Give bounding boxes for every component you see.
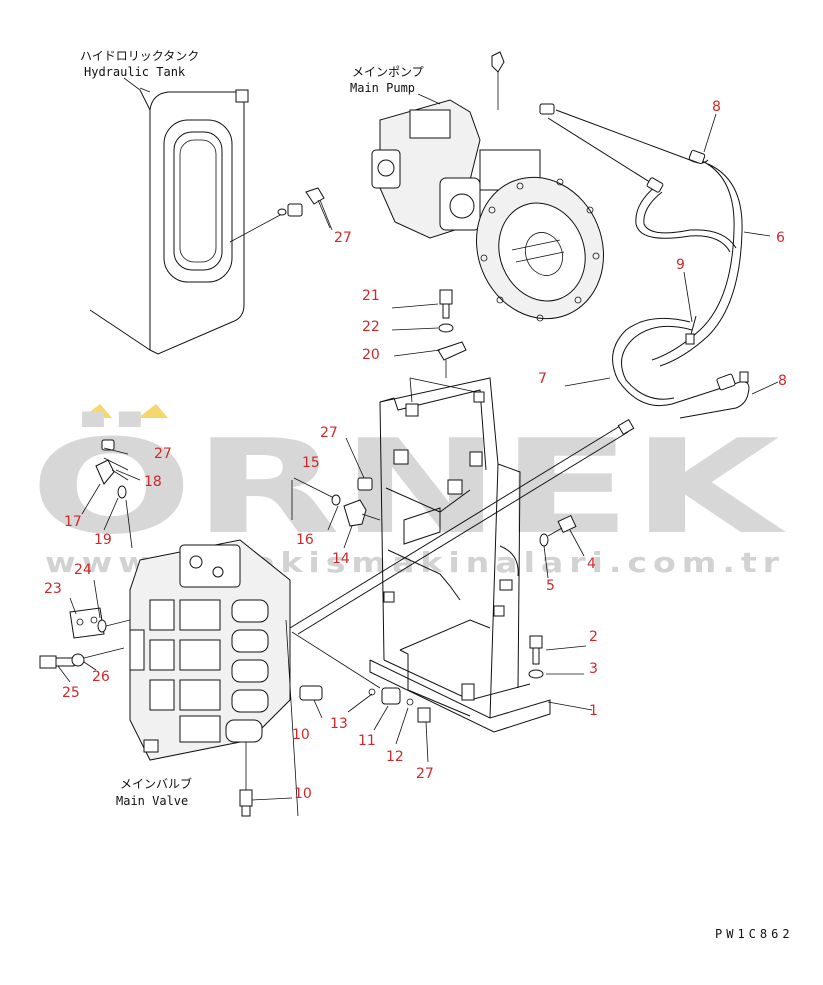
callout-25: 25: [62, 685, 80, 701]
callout-27-bracket: 27: [320, 425, 338, 441]
tank-cap-block: [235, 89, 249, 103]
main-pump-caption-en: Main Pump: [350, 81, 415, 95]
callout-7: 7: [538, 371, 547, 387]
callout-14: 14: [332, 551, 350, 567]
callout-10-lower: 10: [294, 786, 312, 802]
callout-22: 22: [362, 319, 380, 335]
hydraulic-tank-caption-en: Hydraulic Tank: [84, 65, 186, 79]
callout-20: 20: [362, 347, 380, 363]
captions: ハイドロリックタンク Hydraulic Tank メインポンプ Main Pu…: [80, 49, 794, 941]
callout-8-top: 8: [712, 99, 721, 115]
accent-triangle-1: [82, 404, 112, 418]
callout-4: 4: [587, 556, 596, 572]
callout-11: 11: [358, 733, 376, 749]
callout-10-upper: 10: [292, 727, 310, 743]
callout-18: 18: [144, 474, 162, 490]
callout-19: 19: [94, 532, 112, 548]
watermark-brand: ÖRNEK: [30, 411, 786, 563]
pump-flange-bolts: [480, 178, 600, 322]
watermark: ÖRNEK www.ornekismakinalari.com.tr: [30, 404, 786, 579]
main-valve-caption-en: Main Valve: [116, 794, 188, 808]
callout-26: 26: [92, 669, 110, 685]
callout-13: 13: [330, 716, 348, 732]
callout-12: 12: [386, 749, 404, 765]
callout-2: 2: [589, 629, 598, 645]
hydraulic-tank: [89, 87, 331, 355]
drawing-code: PW1C862: [715, 927, 794, 941]
main-pump: [371, 51, 604, 322]
callout-15: 15: [302, 455, 320, 471]
callout-8-right: 8: [778, 373, 787, 389]
callout-9: 9: [676, 257, 685, 273]
hoses: [289, 109, 750, 635]
main-pump-caption-jp: メインポンプ: [352, 65, 424, 79]
callout-23: 23: [44, 581, 62, 597]
hydraulic-tank-caption-jp: ハイドロリックタンク: [80, 49, 199, 63]
valve-sections: [149, 599, 221, 743]
callout-27-fitting: 27: [154, 446, 172, 462]
leader-lines: [57, 113, 779, 801]
callout-27-tank: 27: [334, 230, 352, 246]
main-valve-caption-jp: メインバルブ: [120, 776, 192, 791]
callout-3: 3: [589, 661, 598, 677]
callout-21: 21: [362, 288, 380, 304]
callout-6: 6: [776, 230, 785, 246]
accent-triangle-2: [138, 404, 168, 418]
bracket-fasteners: [437, 289, 467, 378]
callout-27-bottom: 27: [416, 766, 434, 782]
callout-24: 24: [74, 562, 92, 578]
valve-bracket: [369, 377, 551, 733]
fittings: [39, 439, 431, 817]
main-valve: [129, 539, 381, 817]
callout-5: 5: [546, 578, 555, 594]
callout-1: 1: [589, 703, 598, 719]
callouts: 1 2 3 4 5 6 7 8 8 9 10 10 11 12 13 14 15…: [44, 99, 787, 802]
callout-16: 16: [296, 532, 314, 548]
callout-17: 17: [64, 514, 82, 530]
valve-spools: [225, 599, 269, 743]
